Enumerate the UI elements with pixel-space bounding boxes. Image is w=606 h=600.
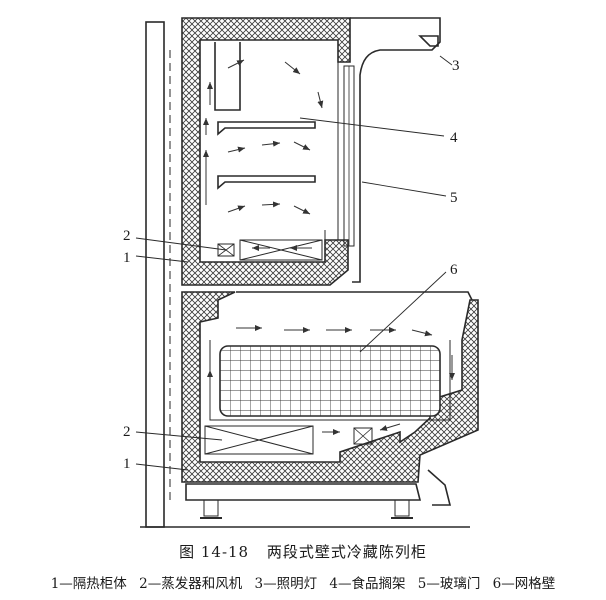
figure-caption: 图 14-18 两段式壁式冷藏陈列柜 xyxy=(0,541,606,562)
upper-airflow-arrows xyxy=(203,59,324,251)
legend-item: 4—食品搁架 xyxy=(329,576,406,592)
upper-shelves xyxy=(214,42,316,190)
callout-lighting-lamp: 3 xyxy=(452,58,460,74)
callout-insulated-body-upper: 1 xyxy=(123,250,131,266)
upper-insulated-cabinet xyxy=(181,17,351,286)
lower-insulated-cabinet xyxy=(181,291,479,483)
lower-airflow-arrows xyxy=(207,325,455,435)
figure-title: 两段式壁式冷藏陈列柜 xyxy=(266,543,427,561)
grid-wall-basket xyxy=(209,340,451,421)
rear-wall xyxy=(140,21,470,528)
legend-item: 6—网格壁 xyxy=(492,576,556,592)
figure-legend: 1—隔热柜体 2—蒸发器和风机 3—照明灯 4—食品搁架 5—玻璃门 6—网格壁 xyxy=(0,572,606,592)
leader-lines xyxy=(135,55,453,471)
cabinet-base xyxy=(185,469,452,519)
legend-item: 1—隔热柜体 xyxy=(50,576,127,592)
display-cabinet-diagram: 3 4 5 2 1 6 2 1 xyxy=(123,17,479,528)
callout-grid-wall: 6 xyxy=(450,262,458,278)
upper-evaporator xyxy=(217,239,323,261)
legend-item: 3—照明灯 xyxy=(254,576,318,592)
callout-glass-door: 5 xyxy=(450,190,458,206)
legend-item: 2—蒸发器和风机 xyxy=(139,576,243,592)
figure-number: 图 14-18 xyxy=(179,543,250,561)
upper-canopy xyxy=(343,17,441,283)
callout-evaporator-fan-lower: 2 xyxy=(123,424,131,440)
legend-item: 5—玻璃门 xyxy=(417,576,481,592)
callout-evaporator-fan-upper: 2 xyxy=(123,228,131,244)
callout-insulated-body-lower: 1 xyxy=(123,456,131,472)
lower-evaporator xyxy=(204,425,373,455)
callout-food-shelf: 4 xyxy=(450,130,458,146)
